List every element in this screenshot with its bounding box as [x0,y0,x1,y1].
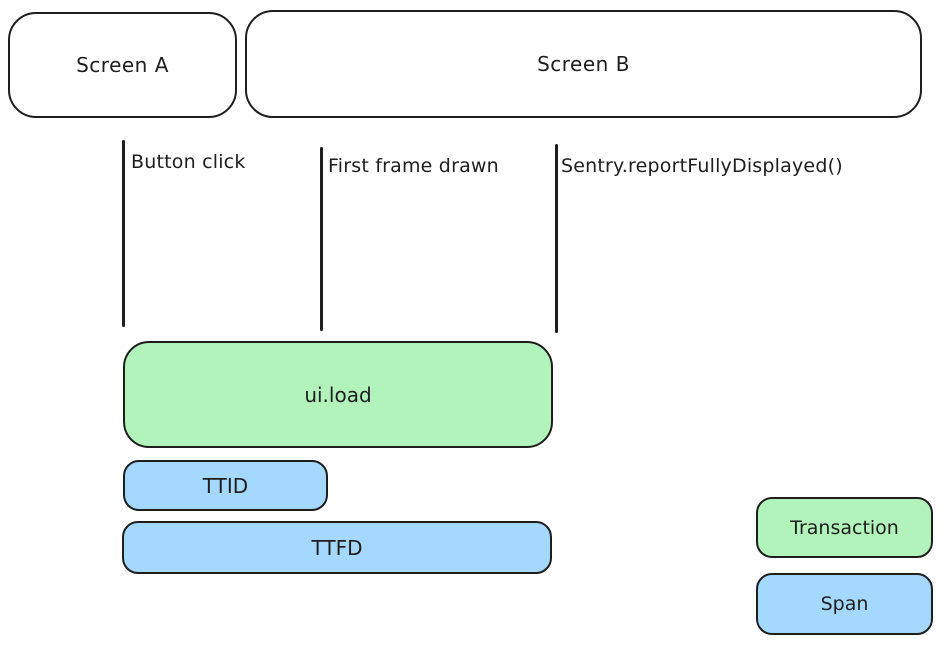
milestone-label-first-frame-drawn: First frame drawn [328,155,499,177]
milestone-line-first-frame-drawn [320,147,323,331]
screen-a-label: Screen A [76,53,169,77]
milestone-line-button-click [122,140,125,327]
ui-load-label: ui.load [304,382,372,407]
screen-b-label: Screen B [537,52,630,76]
ttfd-span-bar: TTFD [122,521,552,574]
ui-load-transaction-bar: ui.load [123,336,553,448]
screen-b-box: Screen B [245,10,922,118]
legend-transaction-label: Transaction [790,516,899,539]
legend-span-label: Span [820,593,869,615]
legend-transaction: Transaction [756,497,933,562]
milestone-label-button-click: Button click [131,151,246,173]
screen-a-box: Screen A [8,12,237,118]
ttid-label: TTID [202,473,249,498]
ttfd-label: TTFD [311,535,363,560]
milestone-line-report-fully-displayed [555,144,558,333]
legend-span: Span [756,573,933,635]
milestone-label-report-fully-displayed: Sentry.reportFullyDisplayed() [561,155,843,177]
ttid-span-bar: TTID [123,460,328,511]
